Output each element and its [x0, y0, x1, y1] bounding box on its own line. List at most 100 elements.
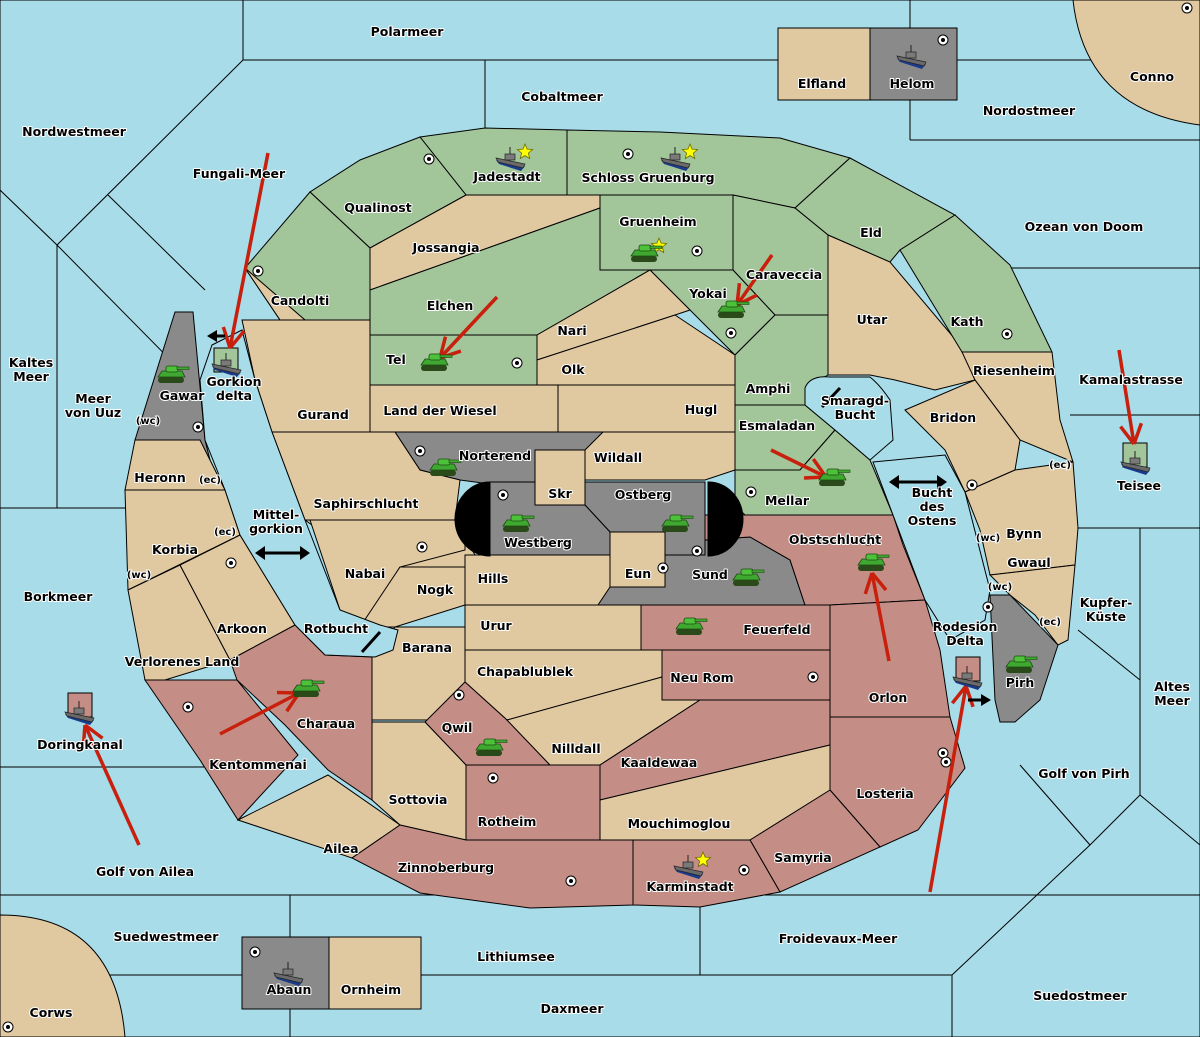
region-skr[interactable]: [534, 449, 586, 506]
region-corws[interactable]: [0, 914, 126, 1037]
label-corws: Corws: [30, 1005, 73, 1020]
label-froidevaux-meer: Froidevaux-Meer: [779, 931, 898, 946]
label-suedostmeer: Suedostmeer: [1033, 988, 1127, 1003]
region-gruenheim[interactable]: [599, 194, 734, 271]
label-jossangia: Jossangia: [411, 240, 479, 255]
coast-label: (ec): [1049, 460, 1071, 471]
supply-center-dot: [253, 950, 257, 954]
label-gwaul: Gwaul: [1007, 555, 1050, 570]
coast-label: (wc): [988, 582, 1012, 593]
label-jadestadt: Jadestadt: [472, 169, 540, 184]
army-unit-icon[interactable]: [732, 568, 765, 586]
region-zinnoberburg[interactable]: [351, 824, 634, 909]
army-unit-icon[interactable]: [1005, 655, 1038, 673]
tank-hull: [717, 305, 746, 313]
tank-hull: [630, 249, 659, 257]
label-conno: Conno: [1130, 69, 1175, 84]
home-star-icon: [681, 142, 699, 160]
arrowhead: [207, 330, 217, 342]
supply-center-dot: [941, 751, 945, 755]
ship-bridge: [905, 51, 917, 59]
region-conno[interactable]: [1072, 0, 1200, 126]
tank-barrel: [521, 515, 535, 519]
fleet-unit-icon[interactable]: [896, 45, 927, 69]
army-unit-icon[interactable]: [475, 738, 508, 756]
region-elfland[interactable]: [777, 27, 871, 101]
tank-turret: [437, 458, 451, 466]
ship-bridge: [1129, 457, 1141, 465]
tank-tracks: [819, 480, 845, 486]
supply-center-dot: [427, 157, 431, 161]
army-unit-icon[interactable]: [502, 514, 535, 532]
army-unit-icon[interactable]: [292, 679, 325, 697]
fleet-unit-icon[interactable]: [273, 962, 304, 986]
region-ornheim[interactable]: [328, 936, 422, 1010]
label-tel: Tel: [386, 352, 406, 367]
arrow-shaft: [735, 253, 774, 307]
region-eun[interactable]: [609, 531, 666, 588]
label-riesenheim: Riesenheim: [973, 363, 1055, 378]
label-nilldall: Nilldall: [551, 741, 600, 756]
region-verlorenes-land[interactable]: [127, 564, 231, 681]
label-qualinost: Qualinost: [344, 200, 411, 215]
label-gawar: Gawar: [160, 388, 206, 403]
arrowhead: [889, 475, 899, 489]
tank-hull: [818, 473, 847, 481]
supply-center-dot: [970, 483, 974, 487]
arrow-shaft: [83, 724, 141, 846]
fleet-unit-icon[interactable]: [952, 666, 983, 690]
coast-label: (wc): [127, 570, 151, 581]
region-nogk[interactable]: [359, 566, 466, 628]
tank-tracks: [662, 526, 688, 532]
army-unit-icon[interactable]: [630, 244, 663, 262]
fleet-unit-icon[interactable]: [495, 147, 526, 171]
arrowhead: [937, 475, 947, 489]
tank-barrel: [494, 739, 508, 743]
region-bynn[interactable]: [964, 461, 1079, 576]
fleet-unit-icon[interactable]: [1120, 451, 1151, 475]
ship-bridge: [669, 153, 681, 161]
army-unit-icon[interactable]: [818, 468, 851, 486]
ship-bridge: [282, 968, 294, 976]
supply-center-dot: [515, 361, 519, 365]
label-amphi: Amphi: [746, 381, 791, 396]
army-unit-icon[interactable]: [157, 365, 190, 383]
tank-tracks: [676, 629, 702, 635]
army-unit-icon[interactable]: [429, 458, 462, 476]
label-land-der-wiesel: Land der Wiesel: [383, 403, 496, 418]
arrow-head: [863, 572, 874, 595]
supply-center-dot: [457, 693, 461, 697]
army-unit-icon[interactable]: [675, 617, 708, 635]
fleet-unit-icon[interactable]: [673, 855, 704, 879]
tank-barrel: [1024, 656, 1038, 660]
region-karminstadt[interactable]: [632, 839, 781, 908]
label-eun: Eun: [625, 566, 651, 581]
supply-center-dot: [941, 38, 945, 42]
label-feuerfeld: Feuerfeld: [743, 622, 810, 637]
tank-hull: [420, 358, 449, 366]
label-sottovia: Sottovia: [389, 792, 448, 807]
continent: [124, 127, 1079, 909]
army-unit-icon[interactable]: [717, 300, 750, 318]
army-unit-icon[interactable]: [420, 353, 453, 371]
army-unit-icon[interactable]: [857, 553, 890, 571]
supply-center-dot: [501, 493, 505, 497]
fleet-unit-icon[interactable]: [211, 353, 242, 377]
ship-hull: [673, 865, 704, 877]
fleet-unit-icon[interactable]: [660, 147, 691, 171]
label-sund: Sund: [692, 567, 728, 582]
fleet-unit-icon[interactable]: [64, 701, 95, 725]
water-smaragd-bucht: [804, 376, 894, 461]
tank-turret: [483, 738, 497, 746]
label-westberg: Westberg: [504, 535, 572, 550]
tank-tracks: [503, 526, 529, 532]
supply-center-dot: [749, 490, 753, 494]
label-ailea: Ailea: [323, 841, 358, 856]
arrowhead: [300, 546, 310, 560]
tank-turret: [669, 514, 683, 522]
army-unit-icon[interactable]: [661, 514, 694, 532]
